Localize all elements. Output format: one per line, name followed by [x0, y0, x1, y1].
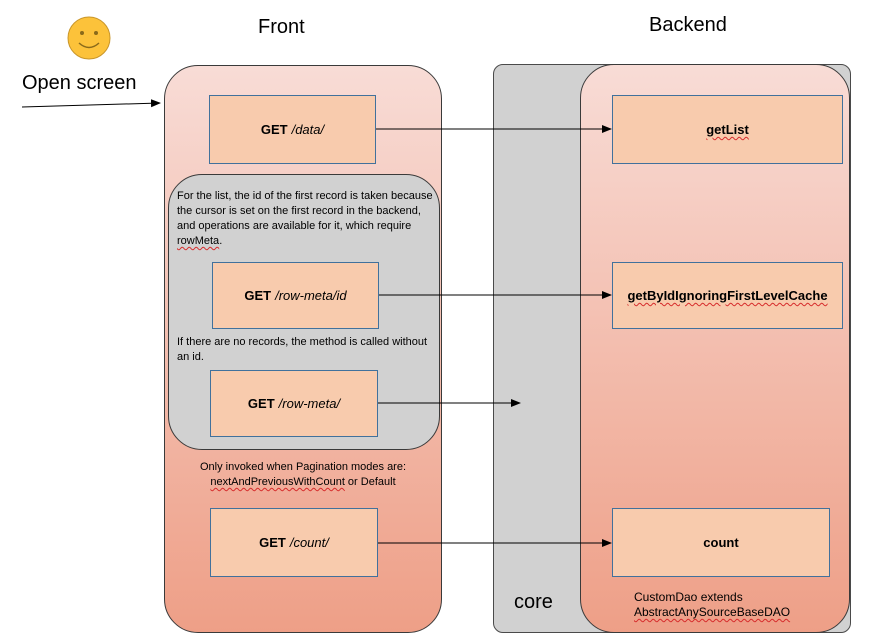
path-label: /row-meta/id: [275, 288, 347, 303]
pagination-mode: nextAndPreviousWithCount: [210, 476, 345, 488]
path-label: /data/: [291, 122, 325, 137]
dao-base-class: AbstractAnySourceBaseDAO: [634, 605, 791, 619]
dao-note: CustomDao extends AbstractAnySourceBaseD…: [634, 590, 790, 620]
get-by-id-box: getByIdIgnoringFirstLevelCache: [612, 262, 843, 329]
smiley-face-icon: [67, 16, 111, 60]
method-label: GET: [260, 122, 288, 137]
method-label: GET: [247, 396, 275, 411]
core-label: core: [514, 591, 553, 613]
pagination-or: or Default: [344, 476, 396, 488]
open-screen-arrow: [21, 99, 161, 108]
get-count-box: GET/count/: [210, 508, 378, 577]
front-heading: Front: [258, 16, 305, 38]
method-label: GET: [244, 288, 272, 303]
note-text: For the list, the id of the first record…: [177, 190, 433, 232]
get-row-meta-id-box: GET/row-meta/id: [212, 262, 379, 329]
no-records-note: If there are no records, the method is c…: [177, 336, 428, 363]
method-label: GET: [259, 535, 286, 550]
dao-line: CustomDao extends: [634, 590, 743, 604]
method-name: getByIdIgnoringFirstLevelCache: [627, 288, 828, 303]
get-row-meta-box: GET/row-meta/: [210, 370, 378, 437]
get-list-box: getList: [612, 95, 843, 164]
method-name: getList: [706, 122, 749, 137]
get-data-box: GET/data/: [209, 95, 376, 164]
first-record-note: For the list, the id of the first record…: [177, 190, 433, 247]
note-term: rowMeta: [177, 235, 220, 247]
pagination-note: Only invoked when Pagination modes are: …: [172, 460, 434, 490]
count-box: count: [612, 508, 830, 577]
path-label: /row-meta/: [278, 396, 341, 411]
backend-heading: Backend: [649, 14, 727, 36]
method-name: count: [703, 535, 739, 550]
open-screen-label: Open screen: [22, 72, 137, 94]
pagination-line: Only invoked when Pagination modes are:: [199, 461, 407, 473]
path-label: /count/: [289, 535, 329, 550]
